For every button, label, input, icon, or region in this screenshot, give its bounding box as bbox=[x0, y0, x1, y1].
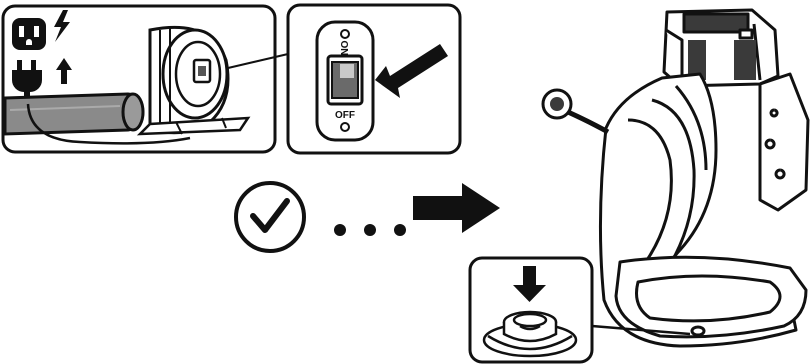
right-arrow-icon bbox=[413, 183, 500, 233]
switch-panel: ON OFF bbox=[288, 5, 460, 153]
rocker-switch: ON OFF bbox=[317, 22, 373, 140]
blower-hose bbox=[5, 94, 143, 134]
wait-step bbox=[236, 183, 500, 251]
checkmark-clock-icon bbox=[236, 183, 304, 251]
on-label: ON bbox=[338, 41, 349, 56]
power-outlet-icon bbox=[12, 18, 46, 50]
ellipsis-icon bbox=[334, 224, 406, 236]
off-label: OFF bbox=[335, 110, 355, 121]
blower-panel bbox=[3, 6, 288, 152]
